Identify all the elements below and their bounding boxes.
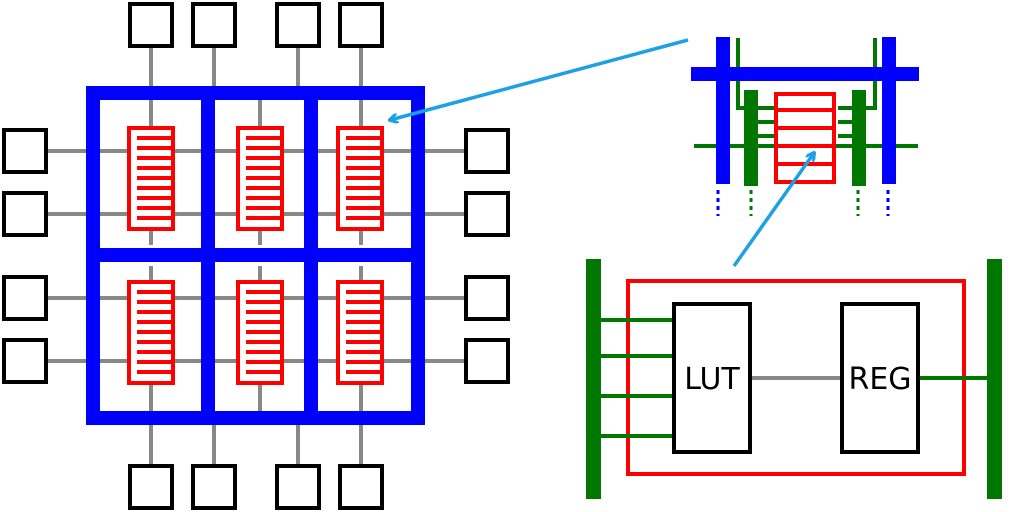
continuation-dots	[716, 190, 890, 216]
io-pad	[464, 191, 510, 237]
io-pad	[2, 275, 48, 321]
io-pad	[2, 338, 48, 384]
logic-blocks	[127, 126, 384, 385]
io-pad	[338, 464, 384, 510]
io-pad	[464, 338, 510, 384]
io-connections	[46, 46, 466, 466]
arrow-icon	[732, 153, 814, 268]
input-wires	[600, 318, 674, 438]
reg-box	[840, 302, 920, 454]
logic-block	[127, 126, 175, 231]
logic-block	[236, 126, 284, 231]
io-pad	[275, 2, 321, 48]
io-pad	[128, 2, 174, 48]
lut-reg-detail: LUT REG	[586, 259, 1002, 499]
zoomed-logic-cell	[691, 37, 919, 216]
arrow-icon	[390, 38, 689, 120]
logic-block	[336, 126, 384, 231]
input-bus	[586, 259, 601, 499]
connection-blocks	[744, 90, 866, 186]
logic-block	[127, 280, 175, 385]
lut-box	[672, 302, 752, 454]
io-pad	[338, 2, 384, 48]
io-pad	[2, 191, 48, 237]
io-pad	[128, 464, 174, 510]
io-pad	[2, 128, 48, 174]
reg-label: REG	[848, 362, 911, 397]
io-pad	[464, 128, 510, 174]
logic-block-zoom	[774, 92, 836, 184]
io-pad	[191, 2, 237, 48]
output-bus	[987, 259, 1002, 499]
zoom-arrows	[390, 38, 814, 268]
io-pads	[2, 2, 510, 510]
logic-block	[336, 280, 384, 385]
io-pad	[275, 464, 321, 510]
fpga-fabric	[2, 2, 510, 510]
routing-tracks	[691, 37, 919, 184]
io-pad	[464, 275, 510, 321]
io-pad	[191, 464, 237, 510]
logic-block	[236, 280, 284, 385]
routing-grid	[86, 86, 425, 425]
lut-label: LUT	[684, 362, 740, 397]
